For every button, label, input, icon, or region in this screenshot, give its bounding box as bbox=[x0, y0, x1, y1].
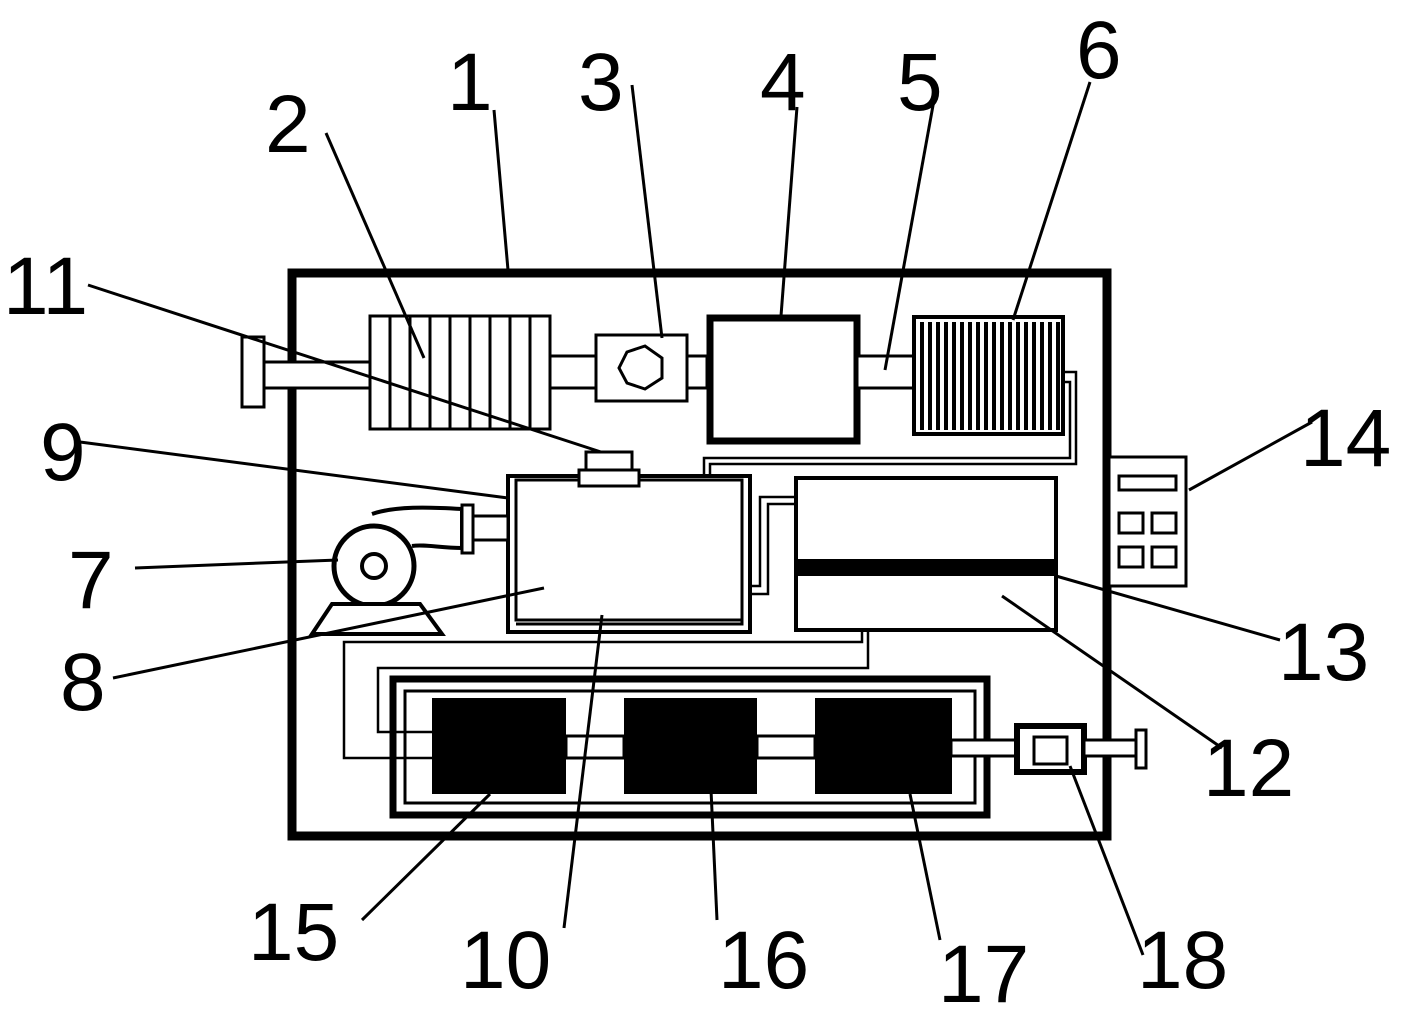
label-8: 8 bbox=[60, 637, 106, 728]
label-5: 5 bbox=[897, 37, 943, 128]
label-1: 1 bbox=[447, 37, 493, 128]
label-14: 14 bbox=[1300, 393, 1391, 484]
blower-fan bbox=[308, 503, 510, 636]
filter-unit bbox=[368, 314, 552, 431]
leader-lines bbox=[79, 81, 1313, 956]
pipe-segment bbox=[685, 354, 709, 390]
label-2: 2 bbox=[265, 79, 311, 170]
label-16: 16 bbox=[718, 915, 809, 1006]
label-3: 3 bbox=[578, 37, 624, 128]
label-15: 15 bbox=[248, 887, 339, 978]
label-4: 4 bbox=[760, 37, 806, 128]
return-line bbox=[702, 370, 1078, 474]
chamber-unit bbox=[706, 314, 861, 445]
valve-unit bbox=[594, 333, 689, 403]
heat-exchanger bbox=[912, 315, 1065, 436]
outlet-valve bbox=[1014, 723, 1148, 775]
transfer-pipe bbox=[750, 495, 796, 596]
label-6: 6 bbox=[1076, 5, 1122, 96]
label-10: 10 bbox=[460, 915, 551, 1006]
control-panel bbox=[1107, 455, 1188, 588]
label-12: 12 bbox=[1203, 723, 1294, 814]
label-13: 13 bbox=[1278, 607, 1369, 698]
inlet-pipe bbox=[240, 335, 374, 409]
label-18: 18 bbox=[1137, 915, 1228, 1006]
sensor-unit bbox=[577, 450, 641, 488]
process-units bbox=[432, 698, 952, 794]
housing bbox=[287, 268, 1112, 841]
label-9: 9 bbox=[40, 407, 86, 498]
label-11: 11 bbox=[3, 241, 88, 332]
reference-numerals: 1 2 3 4 5 6 7 8 9 10 11 12 13 14 15 16 1… bbox=[3, 5, 1391, 1012]
label-17: 17 bbox=[938, 929, 1029, 1012]
label-7: 7 bbox=[68, 535, 114, 626]
tank-unit bbox=[506, 474, 752, 634]
pipe-segment bbox=[548, 354, 598, 390]
